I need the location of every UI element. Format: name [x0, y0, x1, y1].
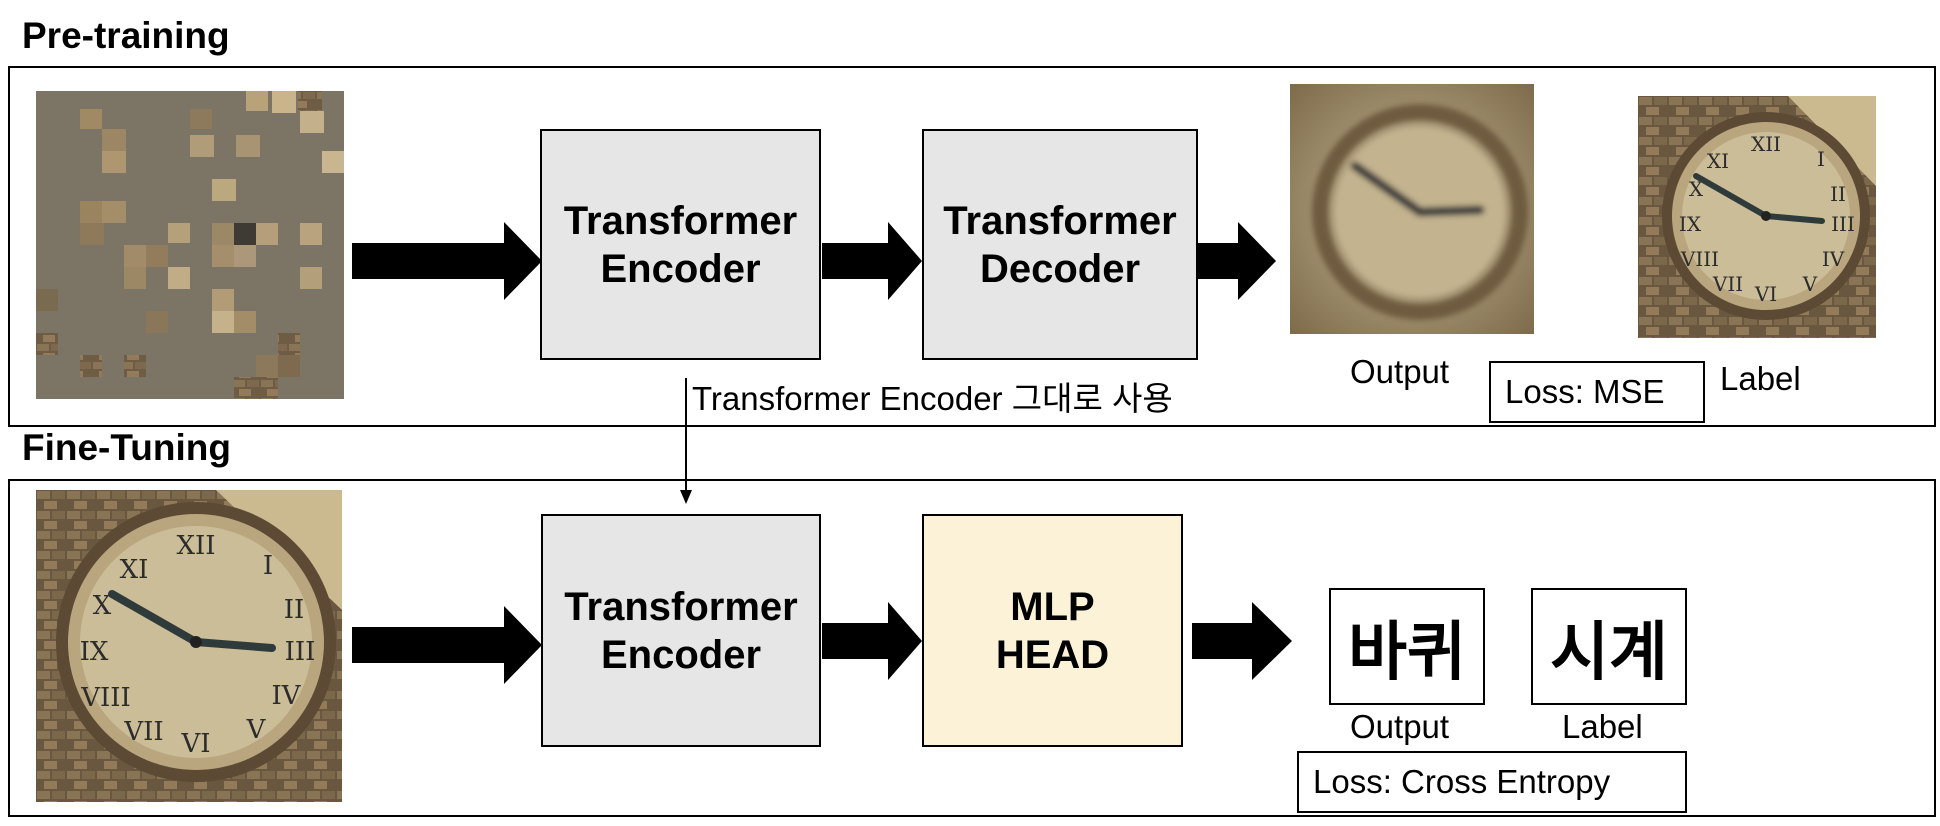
arrow-encoder-to-head	[822, 602, 922, 680]
svg-text:VII: VII	[123, 717, 163, 747]
svg-text:XI: XI	[120, 555, 149, 585]
arrow-input-to-finetune-encoder	[352, 606, 542, 684]
svg-text:XI: XI	[1707, 149, 1729, 173]
arrow-head-to-output	[1192, 602, 1292, 680]
finetune-label-box: 시계	[1531, 588, 1687, 705]
pretraining-output-label: Output	[1350, 353, 1450, 390]
masked-input-image	[36, 91, 344, 399]
svg-text:III: III	[285, 637, 316, 667]
svg-text:XII: XII	[1751, 132, 1781, 156]
svg-text:VI: VI	[180, 729, 210, 759]
finetuning-output-label: Output	[1350, 708, 1450, 745]
svg-text:VII: VII	[1712, 272, 1743, 296]
svg-text:III: III	[1831, 212, 1855, 236]
svg-text:IX: IX	[80, 637, 109, 667]
pretraining-loss-box: Loss: MSE	[1489, 361, 1705, 423]
svg-text:X: X	[93, 591, 112, 621]
svg-text:IV: IV	[271, 681, 301, 711]
svg-text:II: II	[284, 595, 305, 625]
svg-text:VIII: VIII	[80, 683, 131, 713]
finetuning-panel	[8, 479, 1936, 817]
arrow-input-to-encoder	[352, 222, 542, 300]
svg-text:IX: IX	[1679, 212, 1702, 236]
svg-text:I: I	[1817, 147, 1825, 171]
arrow-decoder-to-output	[1198, 222, 1276, 300]
svg-text:XII: XII	[176, 531, 215, 561]
svg-text:X: X	[1689, 177, 1704, 201]
finetuning-encoder-block: Transformer Encoder	[541, 514, 821, 747]
svg-text:VI: VI	[1754, 282, 1777, 306]
svg-text:II: II	[1830, 182, 1846, 206]
transfer-arrow	[680, 378, 692, 504]
finetuning-title: Fine-Tuning	[22, 427, 231, 468]
reconstructed-output-image	[1290, 84, 1534, 334]
pretraining-panel	[8, 66, 1936, 427]
svg-text:VIII: VIII	[1680, 247, 1719, 271]
svg-text:I: I	[263, 551, 273, 581]
svg-text:IV: IV	[1822, 247, 1845, 271]
pretraining-encoder-block: Transformer Encoder	[540, 129, 821, 360]
finetuning-loss-box: Loss: Cross Entropy	[1297, 751, 1687, 813]
pretraining-title: Pre-training	[22, 15, 230, 56]
mlp-head-block: MLP HEAD	[922, 514, 1183, 747]
finetuning-label-label: Label	[1562, 708, 1643, 745]
finetune-output-box: 바퀴	[1329, 588, 1485, 705]
arrow-encoder-to-decoder	[822, 222, 922, 300]
pretraining-label-label: Label	[1720, 360, 1801, 397]
svg-text:V: V	[1802, 272, 1818, 296]
svg-text:V: V	[246, 715, 267, 745]
transfer-note: Transformer Encoder 그대로 사용	[692, 380, 1173, 417]
pretraining-decoder-block: Transformer Decoder	[922, 129, 1198, 360]
